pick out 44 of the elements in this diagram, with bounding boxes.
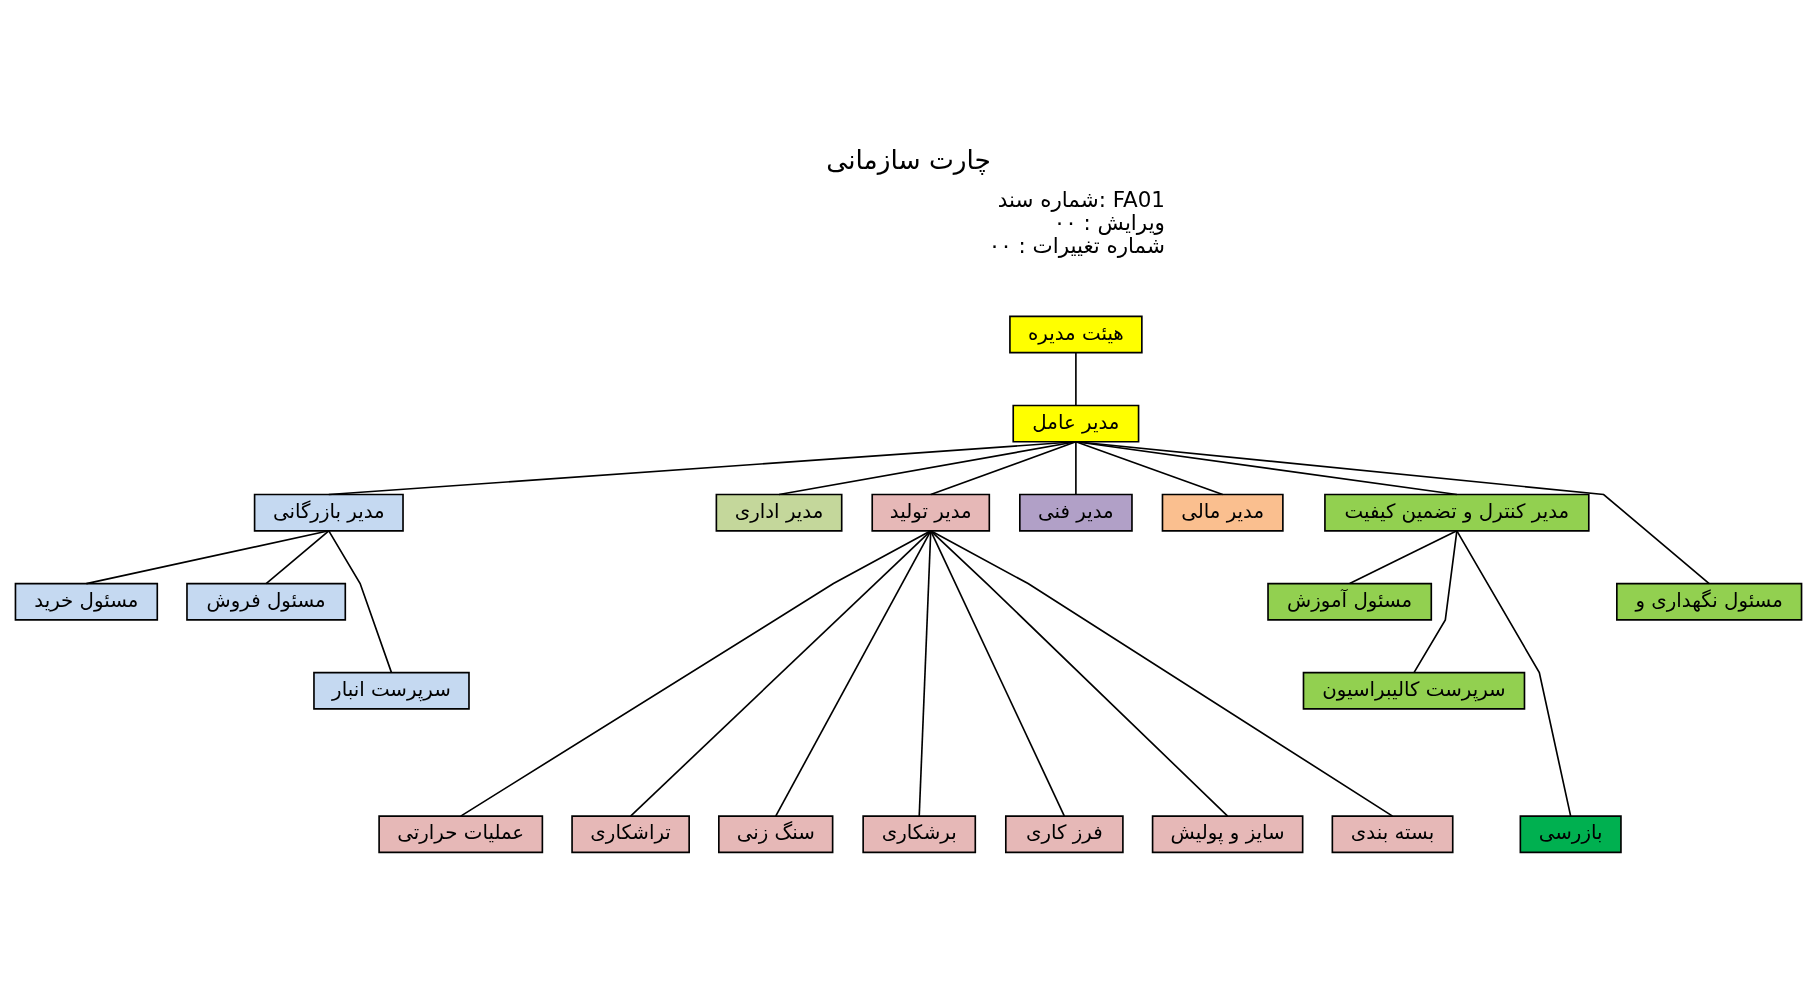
connector: [629, 529, 932, 817]
diagram-title: چارت سازمانی: [826, 144, 991, 175]
connector: [929, 440, 1077, 495]
connector: [328, 529, 393, 673]
connector: [328, 440, 1077, 495]
node-box: مدیر تولید: [871, 493, 991, 532]
node-box: مسئول خرید: [14, 582, 159, 621]
connector: [1348, 529, 1458, 584]
connector: [778, 440, 1077, 495]
node-box: سرپرست انبار: [313, 671, 470, 710]
node-box: مدیر فنی: [1019, 493, 1133, 532]
node-box: سنگ زنی: [718, 814, 834, 853]
node-box: هیئت مدیره: [1009, 315, 1143, 353]
connector: [1075, 440, 1224, 495]
connector: [1075, 351, 1077, 406]
node-box: عملیات حرارتی: [378, 814, 544, 853]
connector: [1413, 529, 1458, 673]
connector: [265, 529, 330, 584]
label: شماره سند: FA01: [997, 186, 1165, 212]
node-box: سرپرست کالیبراسیون: [1302, 671, 1526, 710]
connector: [929, 529, 1394, 817]
connector: [1456, 529, 1572, 817]
connector: [918, 529, 932, 817]
node-box: مدیر اداری: [715, 493, 843, 532]
node-box: مدیر عامل: [1012, 404, 1140, 443]
connector: [1075, 440, 1710, 584]
connector: [459, 529, 932, 817]
connector: [929, 529, 1229, 817]
connector: [1075, 440, 1458, 495]
node-box: سایز و پولیش: [1151, 814, 1304, 853]
connector: [1075, 440, 1077, 495]
node-box: فرز کاری: [1004, 814, 1124, 853]
node-box: مدیر بازرگانی: [253, 493, 404, 532]
node-box: مسئول آموزش: [1267, 582, 1433, 621]
node-box: مسئول فروش: [186, 582, 347, 621]
connector: [85, 529, 330, 584]
node-box: مدیر مالی: [1161, 493, 1284, 532]
node-box: مسئول نگهداری و: [1616, 582, 1803, 621]
node-box: تراشکاری: [571, 814, 690, 853]
node-box: بسته بندی: [1331, 814, 1454, 853]
node-box: بازرسی: [1519, 814, 1622, 853]
connector: [774, 529, 932, 817]
node-box: برشکاری: [862, 814, 977, 853]
node-box: مدیر کنترل و تضمین کیفیت: [1324, 493, 1590, 532]
